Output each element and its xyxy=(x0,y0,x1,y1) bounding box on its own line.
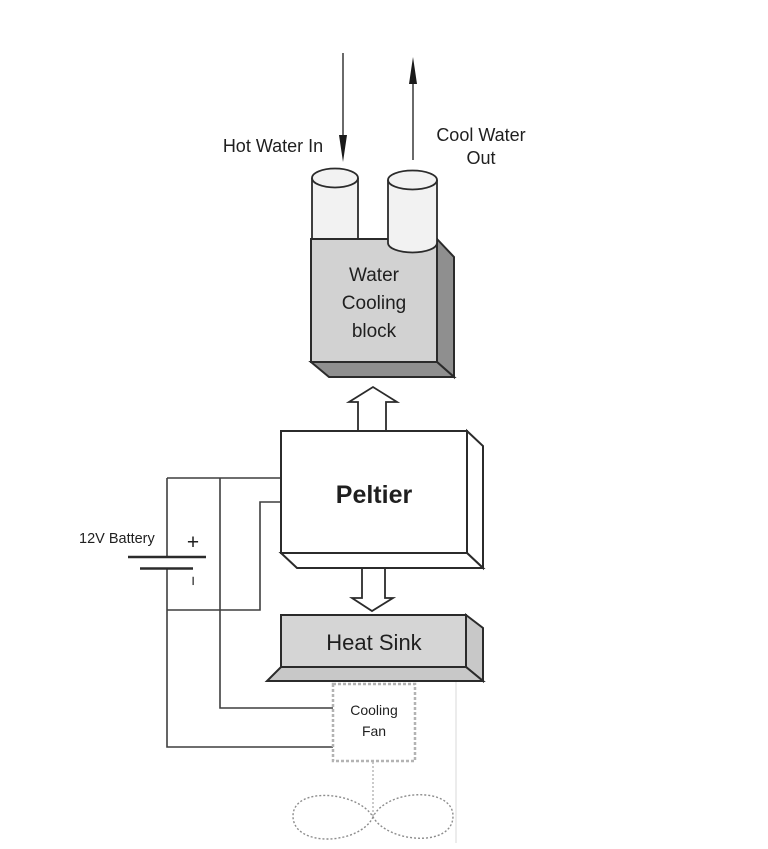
hot-water-arrow-icon xyxy=(339,53,347,162)
peltier-label: Peltier xyxy=(336,481,413,509)
cool-water-pipe-top xyxy=(387,169,438,191)
battery-negative-sign: − xyxy=(184,576,203,586)
wire-negative-to-fan xyxy=(166,568,333,748)
battery-label: 12V Battery xyxy=(79,531,156,547)
cooling-fan: Cooling Fan xyxy=(331,682,417,763)
water-block-label-line2: Cooling xyxy=(342,293,406,314)
cool-water-arrowhead xyxy=(409,57,417,84)
circuit-wires xyxy=(166,477,333,748)
cooling-fan-label-line2: Fan xyxy=(362,723,386,739)
heat-sink-front-face xyxy=(280,614,467,668)
cool-water-out-label-line1: Cool Water xyxy=(436,125,525,145)
peltier-bottom-face xyxy=(278,552,486,569)
fan-blades-sketch-icon xyxy=(292,794,454,840)
hot-water-pipe-top xyxy=(311,167,359,189)
cool-water-out-label-line2: Out xyxy=(466,148,495,168)
peltier-module: Peltier xyxy=(278,428,486,571)
cool-water-arrow-icon xyxy=(409,57,417,160)
water-cooling-block: Water Cooling block xyxy=(308,236,457,380)
peltier-front-face xyxy=(280,430,468,554)
water-block-front-face xyxy=(310,238,438,363)
hot-water-pipe xyxy=(311,167,359,242)
cool-water-pipe xyxy=(387,169,438,254)
heat-sink-bottom-face xyxy=(264,666,486,682)
hot-water-in-label: Hot Water In xyxy=(223,136,323,156)
water-block-label-line3: block xyxy=(352,321,397,342)
heat-transfer-down-arrow-icon xyxy=(348,569,397,613)
battery-symbol: + − xyxy=(128,531,206,586)
heat-sink: Heat Sink xyxy=(264,612,486,684)
heat-sink-label: Heat Sink xyxy=(326,630,422,655)
water-block-label-line1: Water xyxy=(349,265,400,286)
peltier-side-face xyxy=(466,428,484,571)
battery-positive-sign: + xyxy=(187,531,199,554)
wire-negative-to-peltier xyxy=(167,501,282,611)
heat-transfer-up-arrow-icon xyxy=(345,385,401,431)
wire-positive-to-fan xyxy=(219,478,333,709)
water-block-bottom-face xyxy=(308,361,457,378)
cooling-fan-box xyxy=(331,682,417,763)
water-block-side-face xyxy=(436,236,455,380)
cool-water-pipe-body xyxy=(387,180,438,254)
hot-water-arrowhead xyxy=(339,135,347,162)
cooling-fan-label-line1: Cooling xyxy=(350,702,397,718)
